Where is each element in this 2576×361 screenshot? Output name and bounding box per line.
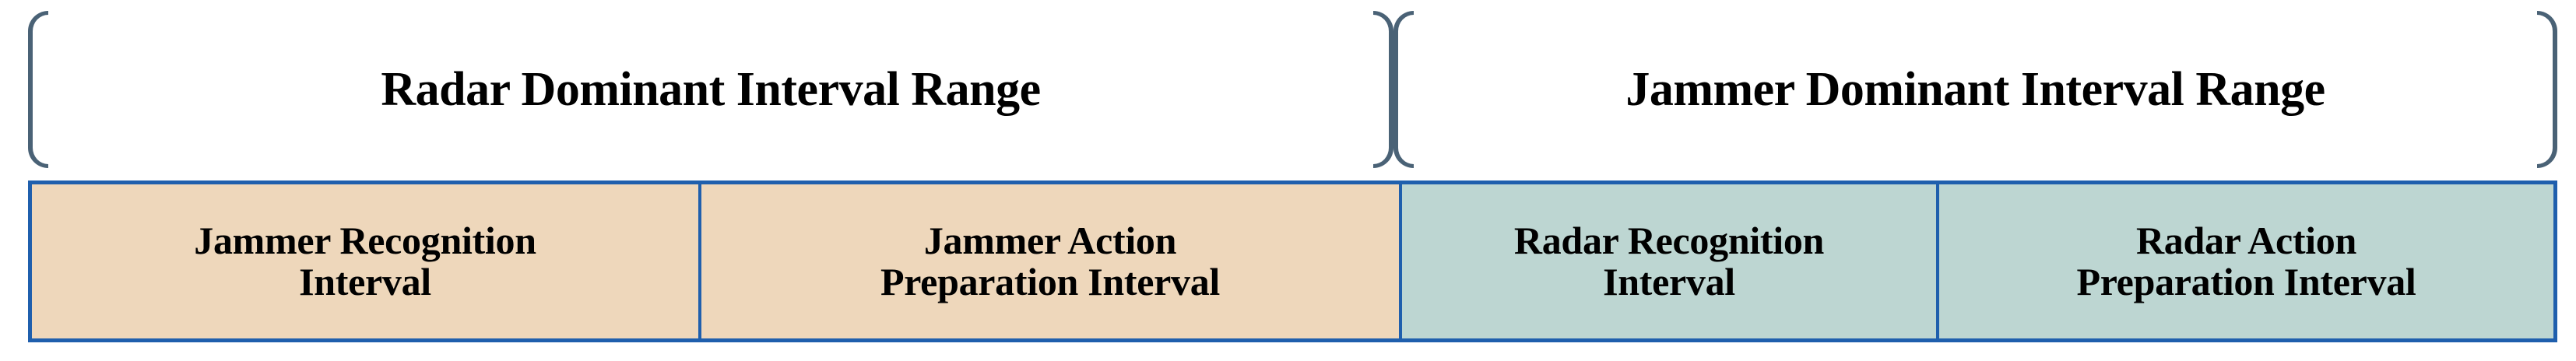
- bracket-close-icon: [2537, 11, 2557, 168]
- range-group-radar-dominant: Radar Dominant Interval Range: [28, 11, 1393, 168]
- bracket-open-icon: [28, 11, 48, 168]
- range-group-jammer-dominant: Jammer Dominant Interval Range: [1393, 11, 2557, 168]
- dominant-range-row: Radar Dominant Interval Range Jammer Dom…: [28, 11, 2557, 168]
- interval-cell-label: Jammer Action Preparation Interval: [880, 219, 1221, 303]
- interval-cell-label: Radar Action Preparation Interval: [2076, 219, 2416, 303]
- range-label-radar-dominant: Radar Dominant Interval Range: [381, 63, 1041, 116]
- bracket-open-icon: [1393, 11, 1414, 168]
- interval-cell-jammer-action-preparation: Jammer Action Preparation Interval: [701, 184, 1402, 338]
- interval-cell-label: Radar Recognition Interval: [1513, 219, 1825, 303]
- range-label-jammer-dominant: Jammer Dominant Interval Range: [1625, 63, 2325, 116]
- interval-cell-jammer-recognition: Jammer Recognition Interval: [32, 184, 701, 338]
- interval-cell-label: Jammer Recognition Interval: [194, 219, 536, 303]
- interval-cell-radar-recognition: Radar Recognition Interval: [1402, 184, 1939, 338]
- interval-cell-radar-action-preparation: Radar Action Preparation Interval: [1939, 184, 2553, 338]
- bracket-close-icon: [1373, 11, 1393, 168]
- interval-cells-row: Jammer Recognition Interval Jammer Actio…: [28, 180, 2557, 342]
